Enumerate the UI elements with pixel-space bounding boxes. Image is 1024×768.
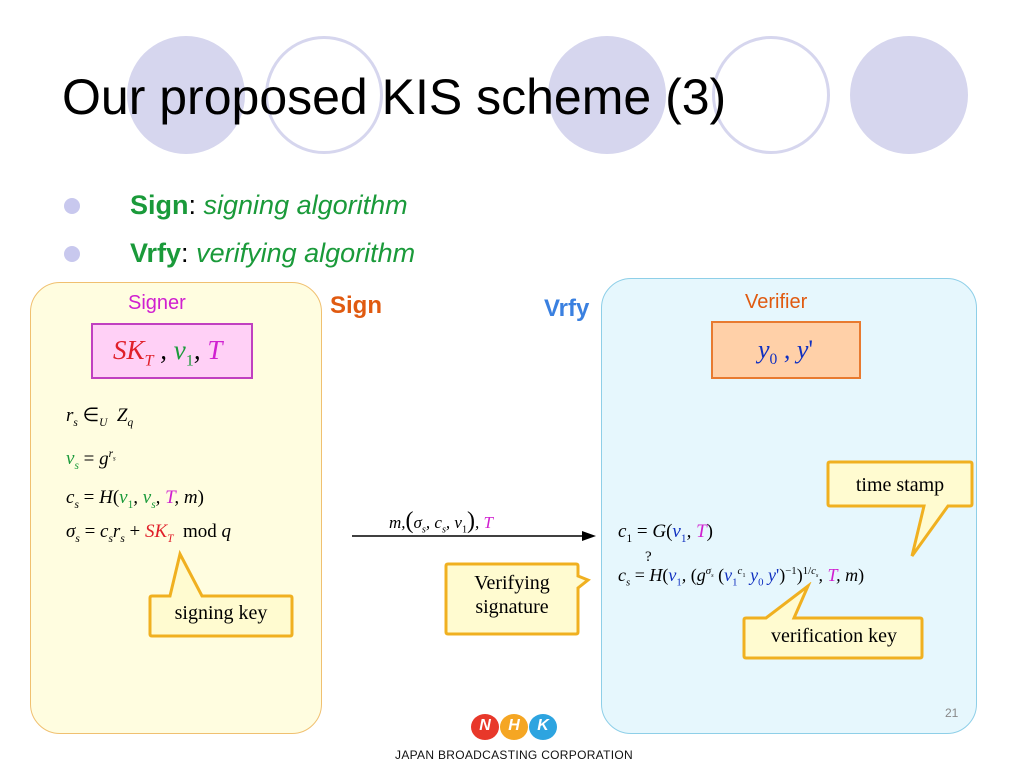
- equation-cs: cs = H(v1, vs, T, m): [66, 487, 204, 511]
- signer-heading: Signer: [128, 292, 186, 314]
- equation-sigma: σs = csrs + SKT mod q: [66, 521, 232, 545]
- verification-key-callout-shape: [742, 582, 924, 660]
- verifier-heading: Verifier: [745, 291, 808, 313]
- signer-key-box: SKT , v1, T: [91, 323, 253, 379]
- verifying-signature-callout-shape: [444, 562, 591, 636]
- equation-rs: rs ∈U Zq: [66, 405, 134, 429]
- page-number: 21: [945, 706, 959, 720]
- message-arrow: [352, 531, 596, 541]
- sign-label: Sign: [330, 292, 382, 319]
- time-stamp-callout-shape: [826, 460, 974, 557]
- message-label: m,(σs, cs, v1), T: [389, 508, 494, 536]
- verification-key-label: verification key: [770, 625, 898, 647]
- verifying-line-2: signature: [475, 596, 549, 618]
- equation-c1: c1 = G(v1, T): [618, 521, 713, 545]
- signing-key-label: signing key: [174, 602, 268, 624]
- bullet-vrfy: Vrfy: verifying algorithm: [130, 238, 416, 268]
- question-mark: ?: [645, 549, 652, 565]
- vrfy-label: Vrfy: [544, 295, 590, 322]
- bullet-icon: [64, 246, 80, 262]
- decor-circle: [548, 36, 666, 154]
- bullet-icon: [64, 198, 80, 214]
- decor-circle: [712, 36, 830, 154]
- logo-caption: JAPAN BROADCASTING CORPORATION: [395, 748, 633, 762]
- decor-circle: [127, 36, 245, 154]
- logo-letter-h: H: [508, 717, 520, 734]
- time-stamp-label: time stamp: [855, 474, 945, 496]
- nhk-logo: N H K: [470, 712, 558, 742]
- decor-circle: [850, 36, 968, 154]
- bullet-sign: Sign: signing algorithm: [130, 190, 408, 220]
- equation-vs: vs = grs: [66, 448, 116, 473]
- signer-key-formula: SKT , v1, T: [113, 335, 223, 370]
- logo-letter-k: K: [537, 717, 549, 734]
- verifier-key-box: y0 , y': [711, 321, 861, 379]
- logo-letter-n: N: [479, 717, 491, 734]
- equation-cs-verify: cs = H(v1, (gσs (v1c1 y0 y')−1)1/cs, T, …: [618, 565, 865, 589]
- verifier-key-formula: y0 , y': [758, 335, 814, 369]
- nhk-logo-mark: [471, 714, 557, 740]
- decor-circle: [265, 36, 383, 154]
- slide-title: Our proposed KIS scheme (3): [62, 69, 727, 125]
- verifying-signature-label: Verifying signature: [446, 571, 578, 619]
- signing-key-callout-shape: [148, 549, 294, 638]
- verifying-line-1: Verifying: [474, 572, 550, 594]
